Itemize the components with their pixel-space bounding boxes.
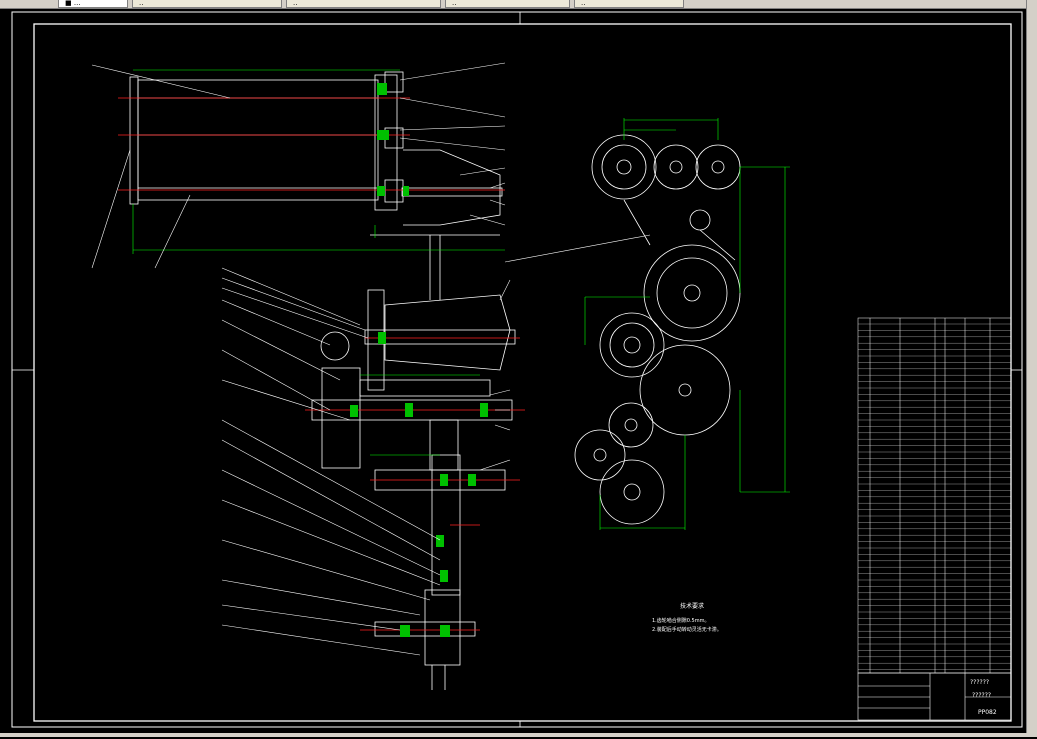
document-tab-2[interactable]: .. [132, 0, 282, 8]
title-block-name: ?????? [970, 679, 989, 686]
gearbox-green-bearings [350, 332, 488, 637]
gearbox-leader-lines [221, 267, 511, 656]
roller-dimension-lines [132, 69, 505, 254]
tech-req-line-2: 2.装配后手动转动灵活无卡滞。 [652, 626, 722, 633]
document-tab-3[interactable]: .. [286, 0, 441, 8]
roller-leader-lines [91, 62, 651, 269]
document-tab-4[interactable]: .. [445, 0, 570, 8]
vertical-scrollbar[interactable] [1026, 0, 1037, 737]
parts-list-rows [858, 323, 1011, 670]
drawing-outer-frame [11, 11, 1023, 728]
gear-train-diagram [574, 134, 741, 525]
document-tab-bar: ■ ... .. .. .. .. [0, 0, 1037, 9]
title-block [857, 672, 1012, 721]
drawing-inner-frame [33, 23, 1012, 722]
tech-req-line-1: 1.齿轮啮合侧隙0.5mm。 [652, 617, 709, 624]
gearbox-dimension-lines [360, 374, 480, 456]
frame-center-marks [12, 12, 1022, 727]
tech-req-title: 技术要求 [680, 602, 704, 610]
document-tab-1[interactable]: ■ ... [58, 0, 128, 8]
cad-drawing-canvas[interactable]: 技术要求 1.齿轮啮合侧隙0.5mm。 2.装配后手动转动灵活无卡滞。 ????… [0, 9, 1027, 735]
roller-green-bearings [377, 83, 409, 196]
title-block-subtitle: ?????? [972, 692, 991, 699]
gearbox-section-view [311, 289, 516, 690]
cad-drawing-svg: 技术要求 1.齿轮啮合侧隙0.5mm。 2.装配后手动转动灵活无卡滞。 ????… [11, 11, 1023, 728]
status-bar [0, 733, 1037, 737]
technical-requirements: 技术要求 1.齿轮啮合侧隙0.5mm。 2.装配后手动转动灵活无卡滞。 [652, 602, 722, 633]
parts-list-table [857, 317, 1012, 674]
roller-centerlines [118, 97, 505, 191]
gear-train-dimensions [584, 118, 790, 530]
document-tab-5[interactable]: .. [574, 0, 684, 8]
drawing-number: PP082 [978, 709, 997, 716]
